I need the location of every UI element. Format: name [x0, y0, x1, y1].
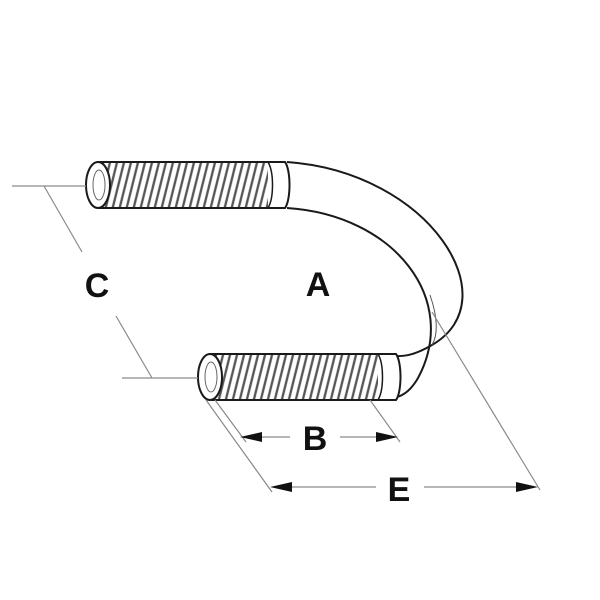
dimension-b [214, 399, 401, 443]
lower-leg-end-face [197, 353, 223, 401]
dimension-e [205, 311, 541, 493]
label-e: E [388, 471, 411, 509]
dimension-c [12, 185, 198, 379]
u-bend [286, 161, 464, 399]
dimension-e-right-arrow [516, 482, 538, 492]
upper-leg-end-face [85, 161, 111, 209]
label-a: A [306, 266, 331, 304]
dimension-b-right-arrow [376, 432, 398, 442]
upper-threaded-leg [85, 161, 291, 209]
label-c: C [85, 267, 110, 305]
dimension-e-left-arrow [270, 482, 292, 492]
dimension-b-left-arrow [240, 432, 262, 442]
label-b: B [303, 420, 328, 458]
lower-threaded-leg [197, 353, 402, 401]
